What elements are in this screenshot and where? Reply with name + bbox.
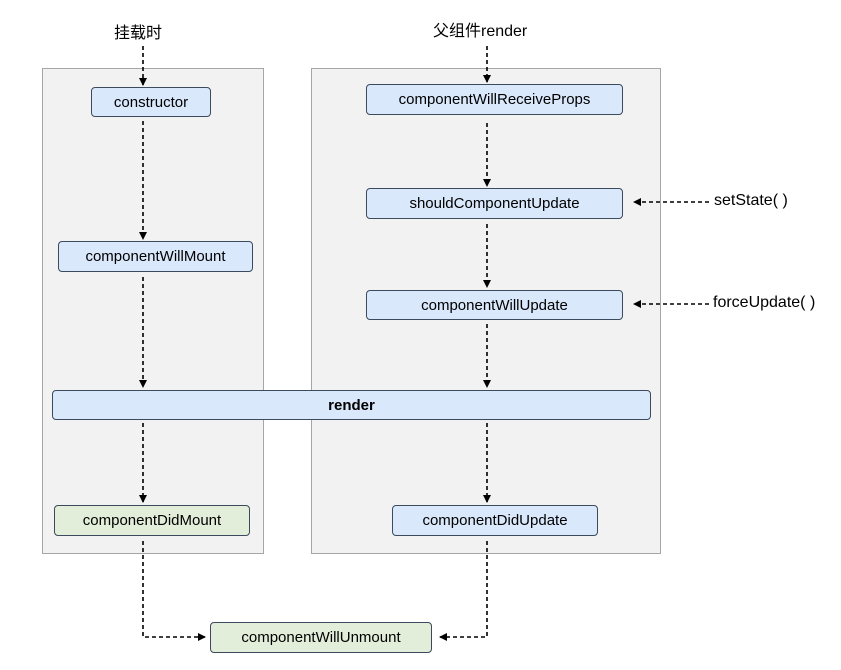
component-will-update-node: componentWillUpdate bbox=[366, 290, 623, 320]
component-will-unmount-node: componentWillUnmount bbox=[210, 622, 432, 653]
parent-render-label: 父组件render bbox=[433, 23, 528, 40]
constructor-node: constructor bbox=[91, 87, 211, 117]
component-will-mount-node: componentWillMount bbox=[58, 241, 253, 272]
mount-panel bbox=[42, 68, 264, 554]
mount-phase-label: 挂载时 bbox=[114, 25, 163, 42]
setstate-label: setState( ) bbox=[714, 192, 788, 209]
forceupdate-label: forceUpdate( ) bbox=[713, 294, 816, 311]
arrow-didmount-to-unmount bbox=[142, 541, 206, 641]
component-did-update-node: componentDidUpdate bbox=[392, 505, 598, 536]
arrow-didupdate-to-unmount bbox=[439, 541, 488, 641]
should-component-update-node: shouldComponentUpdate bbox=[366, 188, 623, 219]
render-node: render bbox=[52, 390, 651, 420]
component-will-receive-props-node: componentWillReceiveProps bbox=[366, 84, 623, 115]
component-did-mount-node: componentDidMount bbox=[54, 505, 250, 536]
